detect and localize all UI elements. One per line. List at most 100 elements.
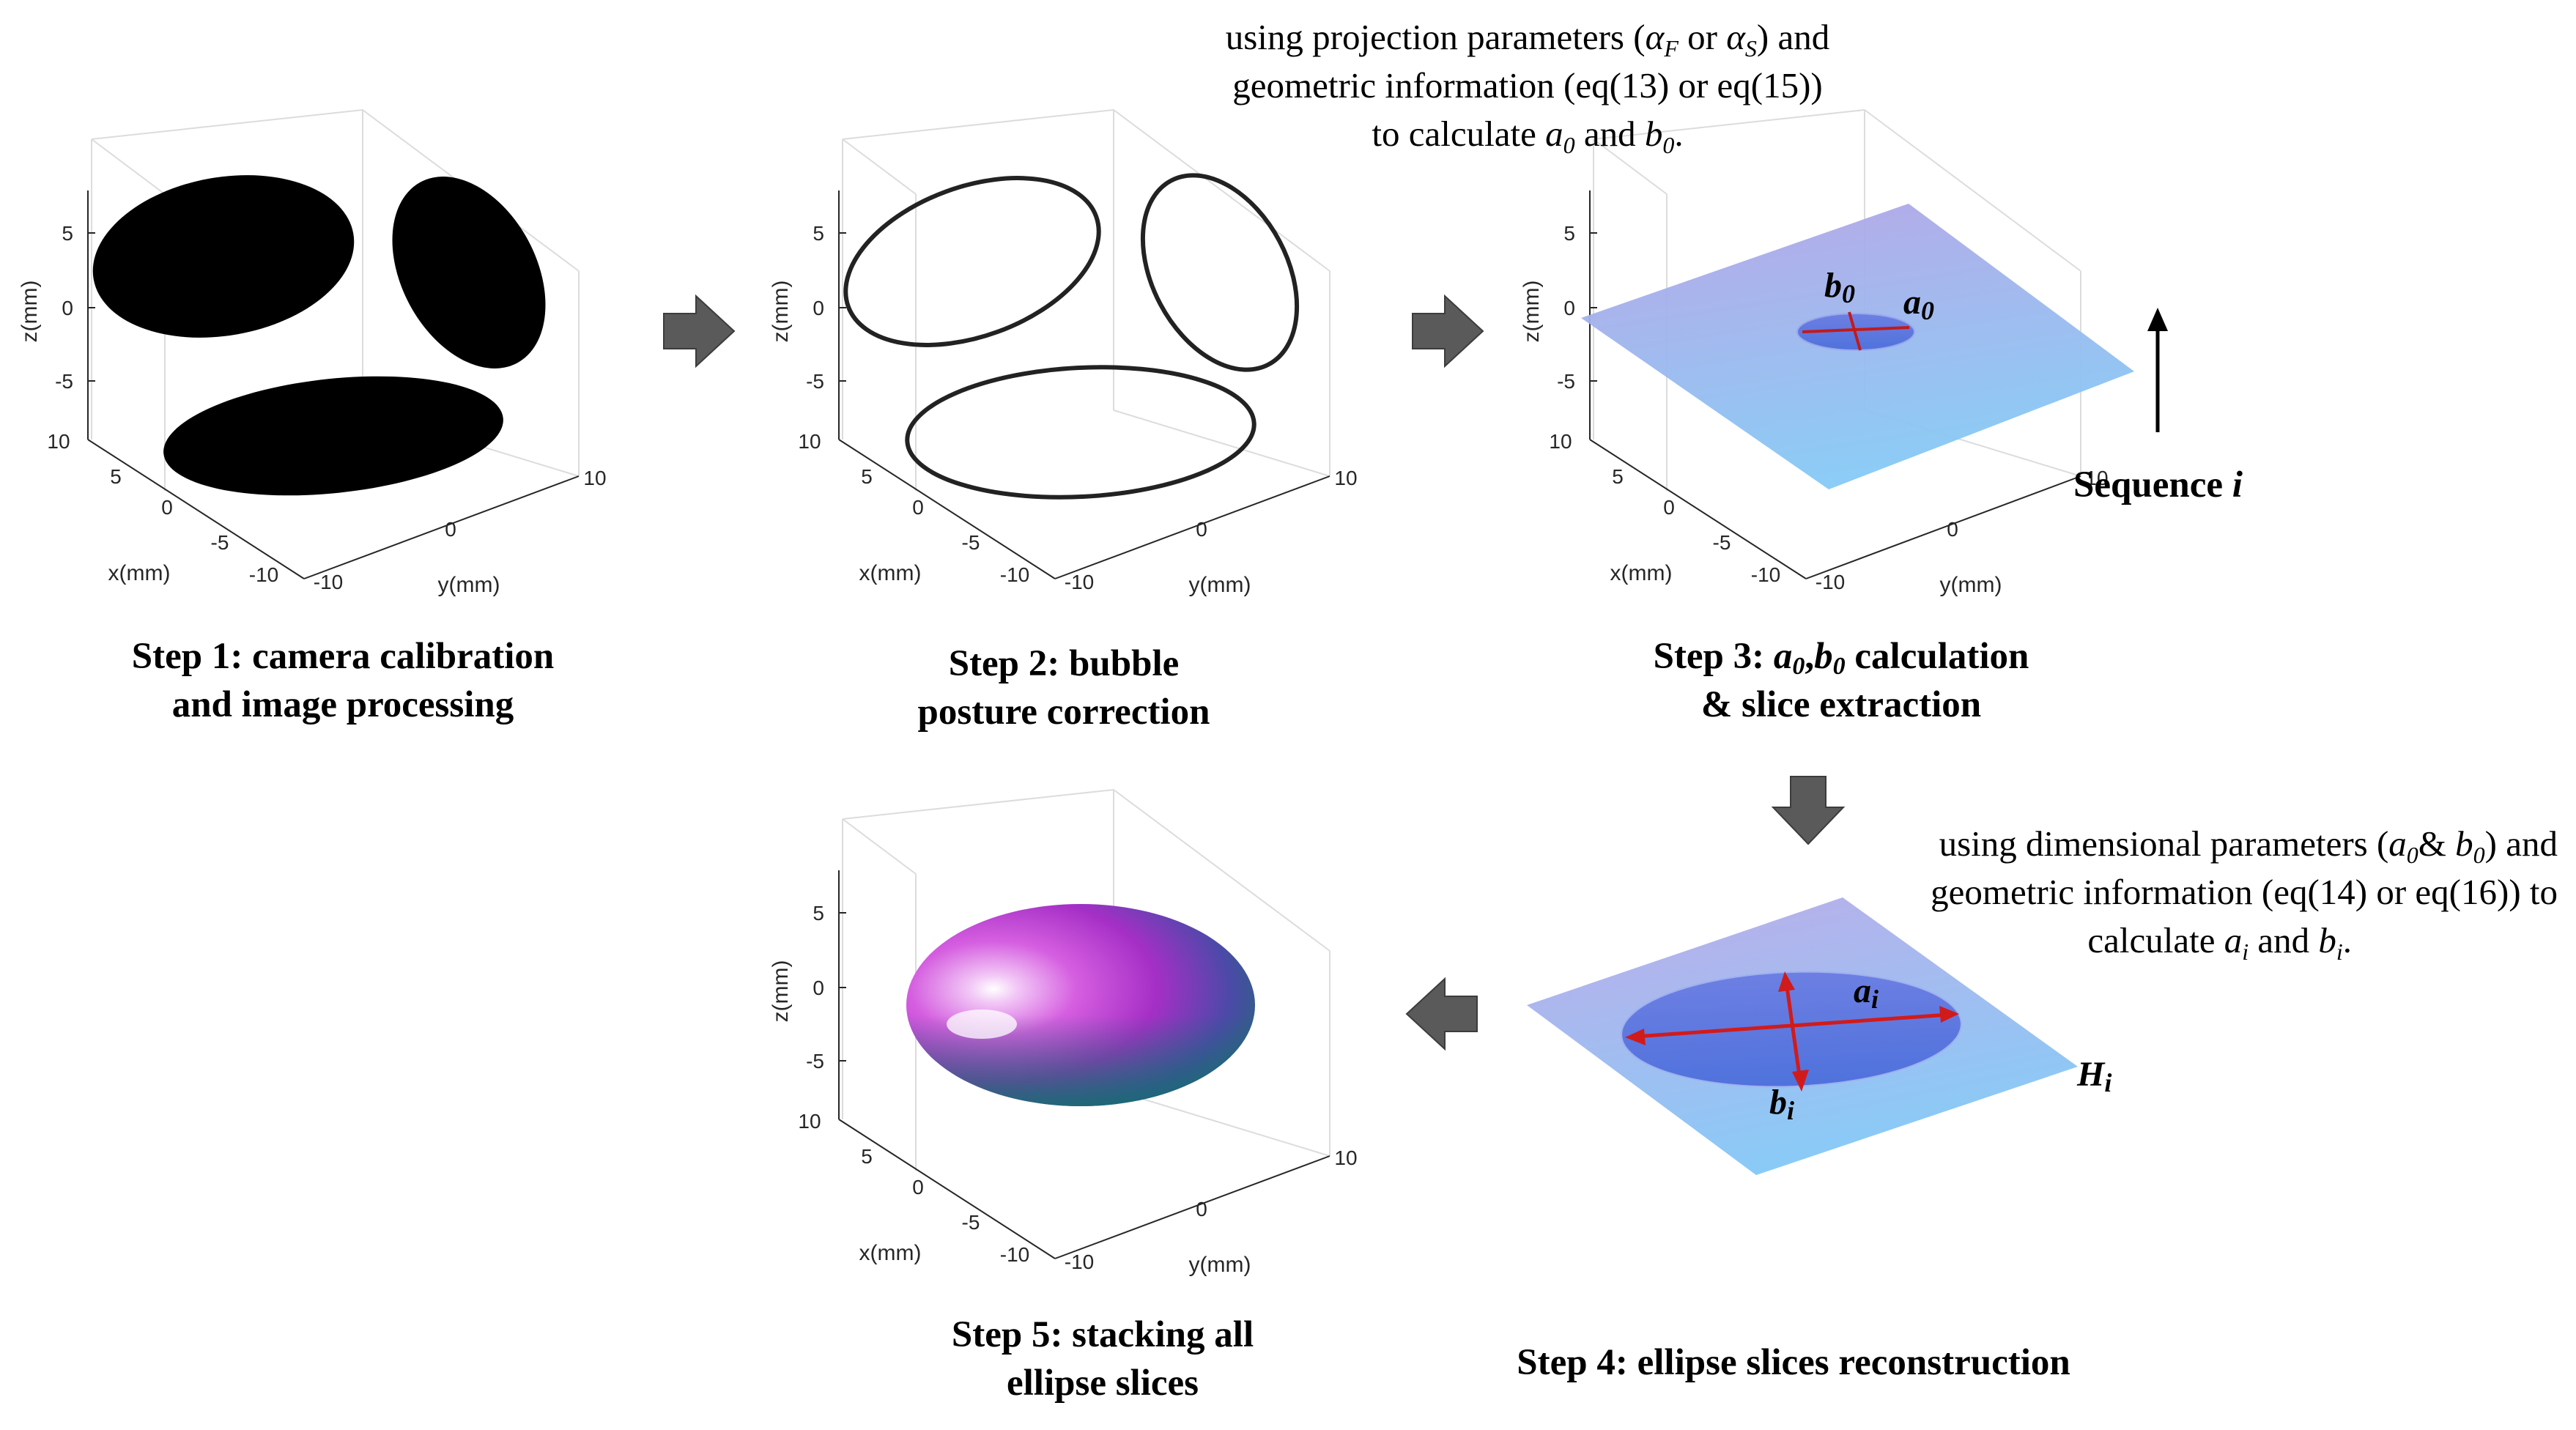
note-mid-line3: calculate ai and bi. [2087,920,2352,965]
x-tick-label: 0 [161,496,173,519]
x-tick-label: 10 [798,1110,821,1133]
z-axis-label: z(mm) [769,960,793,1023]
step4-plot: ai bi Hi [1527,897,2111,1175]
step2-plot: 5 0 -5 10 5 0 -5 -10 -10 0 10 x(mm) y(mm) z(mm) [769,109,1358,597]
x-tick-label: -5 [962,1211,980,1234]
y-tick-label: 10 [2085,467,2108,489]
x-axis-label: x(mm) [1610,561,1673,585]
step4-caption-line1: Step 4: ellipse slices reconstruction [1517,1342,2070,1383]
step2-ellipse-yz-outline [843,176,1101,347]
x-tick-label: 0 [912,1176,924,1199]
step1-ellipse-xy-projection [163,376,503,496]
sequence-label: Sequence i [2073,464,2243,505]
x-tick-label: -5 [1713,531,1731,554]
x-tick-label: 5 [861,1145,873,1168]
step5-caption-line2: ellipse slices [1007,1363,1199,1404]
x-tick-label: 10 [798,430,821,453]
x-tick-label: -5 [211,531,229,554]
flow-arrow-right-icon [663,294,736,368]
y-axis-label: y(mm) [1940,573,2002,597]
y-tick-label: 10 [583,467,606,489]
x-tick-label: 0 [1663,496,1675,519]
step2-caption-line2: posture correction [918,692,1210,733]
step3-a0-label: a0 [1903,283,1934,325]
step1-caption-line2: and image processing [172,684,514,725]
step3-b0-axis-line [1848,311,1862,351]
x-tick-label: -10 [249,563,278,586]
z-tick-label: -5 [806,1050,824,1072]
y-tick-label: -10 [1065,571,1094,593]
step5-caption-line1: Step 5: stacking all [952,1314,1254,1355]
z-axis-label: z(mm) [18,281,42,343]
x-tick-label: -10 [1000,1243,1029,1266]
step2-caption: Step 2: bubble posture correction [918,643,1210,733]
x-axis-label: x(mm) [859,1241,922,1265]
x-tick-label: 5 [1612,465,1624,488]
y-tick-label: -10 [1816,571,1845,593]
step2-caption-line1: Step 2: bubble [949,643,1180,684]
z-tick-label: -5 [55,370,73,393]
step4-ai-label: ai [1854,971,1879,1014]
y-tick-label: 0 [1196,1198,1207,1220]
note-top-line1: using projection parameters (αF or αS) a… [1226,17,1830,62]
note-mid-line2: geometric information (eq(14) or eq(16))… [1931,872,2558,912]
y-tick-label: 0 [1947,518,1958,541]
step4-caption: Step 4: ellipse slices reconstruction [1517,1342,2070,1383]
reconstructed-bubble [906,904,1255,1106]
step4-hi-label: Hi [2076,1055,2111,1097]
step2-ellipse-xy-outline [905,365,1256,500]
note-top-line3: to calculate a0 and b0. [1372,114,1683,158]
x-tick-label: 0 [912,496,924,519]
z-tick-label: -5 [806,370,824,393]
flow-arrow-down-icon [1771,776,1846,845]
z-tick-label: 0 [813,297,824,319]
sequence-up-arrow-icon [2147,308,2168,432]
step1-caption: Step 1: camera calibration and image pro… [132,636,554,725]
step3-b0-label: b0 [1824,266,1855,308]
step5-caption: Step 5: stacking all ellipse slices [952,1314,1254,1404]
z-tick-label: 0 [813,977,824,999]
y-tick-label: 0 [1196,518,1207,541]
z-axis-label: z(mm) [1520,281,1544,343]
step5-axes: 5 0 -5 10 5 0 -5 -10 -10 0 10 x(mm) y(mm) z(mm) [769,789,1358,1277]
z-tick-label: 5 [813,222,824,245]
z-tick-label: 5 [813,902,824,925]
step1-ellipse-yz-projection [92,175,355,338]
z-tick-label: 0 [1563,297,1575,319]
y-axis-label: y(mm) [1189,1253,1251,1277]
step3-caption: Step 3: a0,b0 calculation & slice extrac… [1654,636,2029,725]
step2-ellipse-xz-outline [1140,173,1300,372]
z-axis-label: z(mm) [769,281,793,343]
y-tick-label: 10 [1334,467,1357,489]
x-tick-label: 10 [47,430,70,453]
flow-arrow-right-icon [1412,294,1484,368]
x-tick-label: -10 [1751,563,1780,586]
step2-axes: 5 0 -5 10 5 0 -5 -10 -10 0 10 x(mm) y(mm) z(mm) [769,109,1358,597]
y-tick-label: -10 [314,571,343,593]
flow-arrow-left-icon [1405,977,1478,1051]
y-tick-label: 10 [1334,1146,1357,1169]
z-tick-label: 5 [1563,222,1575,245]
x-tick-label: 5 [110,465,122,488]
note-mid-line1: using dimensional parameters (a0& b0) an… [1939,823,2558,868]
y-tick-label: 0 [445,518,456,541]
step3-caption-line2: & slice extraction [1701,684,1981,725]
x-tick-label: 5 [861,465,873,488]
y-tick-label: -10 [1065,1251,1094,1273]
x-axis-label: x(mm) [108,561,171,585]
y-axis-label: y(mm) [1189,573,1251,597]
note-dimensional-parameters: using dimensional parameters (a0& b0) an… [1931,823,2558,965]
y-axis-label: y(mm) [438,573,500,597]
x-axis-label: x(mm) [859,561,922,585]
step4-bi-arrow [1778,971,1809,1092]
z-tick-label: 5 [62,222,73,245]
step1-ellipse-xz-projection [392,177,546,368]
x-tick-label: -5 [962,531,980,554]
x-tick-label: -10 [1000,563,1029,586]
z-tick-label: -5 [1557,370,1575,393]
step4-bi-label: bi [1769,1083,1794,1125]
step3-caption-line1: Step 3: a0,b0 calculation [1654,636,2029,680]
